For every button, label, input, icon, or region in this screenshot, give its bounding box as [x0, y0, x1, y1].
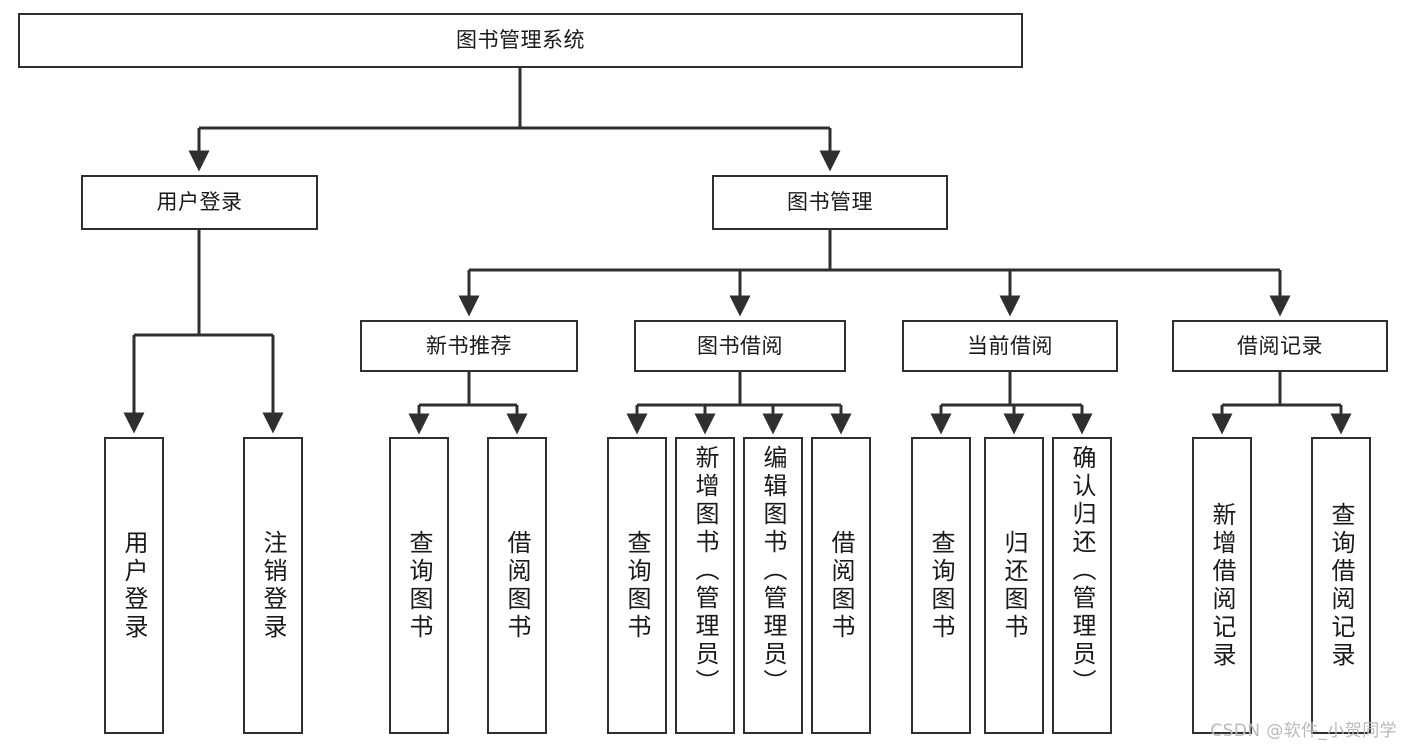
leaf-query-book-current[interactable]: 查询图书	[911, 437, 971, 734]
node-label: 图书借阅	[697, 333, 783, 358]
node-user-login[interactable]: 用户登录	[81, 175, 318, 230]
leaf-borrow-book[interactable]: 借阅图书	[811, 437, 871, 734]
node-label: 查询借阅记录	[1327, 501, 1355, 670]
node-label: 借阅图书	[503, 529, 531, 642]
leaf-return-book[interactable]: 归还图书	[984, 437, 1044, 734]
node-current-borrow[interactable]: 当前借阅	[902, 320, 1118, 372]
node-borrow-record[interactable]: 借阅记录	[1172, 320, 1388, 372]
leaf-edit-book-admin[interactable]: 编辑图书（管理员）	[743, 437, 803, 734]
leaf-logout[interactable]: 注销登录	[243, 437, 303, 734]
node-label: 确认归还（管理员）	[1068, 445, 1096, 697]
node-label: 编辑图书（管理员）	[759, 445, 787, 697]
node-label: 图书管理	[787, 190, 873, 215]
node-label: 归还图书	[1000, 529, 1028, 642]
leaf-add-book-admin[interactable]: 新增图书（管理员）	[675, 437, 735, 734]
leaf-borrow-book-recommendation[interactable]: 借阅图书	[487, 437, 547, 734]
node-label: 图书管理系统	[456, 28, 585, 53]
leaf-query-book-borrow[interactable]: 查询图书	[607, 437, 667, 734]
node-label: 用户登录	[156, 190, 243, 215]
node-new-book-recommendation[interactable]: 新书推荐	[360, 320, 578, 372]
node-label: 新增图书（管理员）	[691, 445, 719, 697]
node-book-borrow[interactable]: 图书借阅	[634, 320, 846, 372]
node-label: 当前借阅	[967, 333, 1053, 358]
node-label: 借阅记录	[1237, 333, 1323, 358]
node-book-management[interactable]: 图书管理	[712, 175, 948, 230]
node-label: 查询图书	[623, 529, 651, 642]
node-label: 查询图书	[927, 529, 955, 642]
node-label: 用户登录	[120, 529, 148, 642]
node-label: 新书推荐	[426, 333, 512, 358]
node-label: 注销登录	[259, 529, 287, 642]
leaf-query-book-recommendation[interactable]: 查询图书	[389, 437, 449, 734]
node-label: 借阅图书	[827, 529, 855, 642]
leaf-user-login[interactable]: 用户登录	[104, 437, 164, 734]
node-label: 新增借阅记录	[1208, 501, 1236, 670]
watermark: CSDN @软件_小贺同学	[1210, 721, 1397, 741]
node-label: 查询图书	[405, 529, 433, 642]
node-root-system[interactable]: 图书管理系统	[18, 13, 1023, 68]
leaf-confirm-return-admin[interactable]: 确认归还（管理员）	[1052, 437, 1112, 734]
leaf-add-borrow-record[interactable]: 新增借阅记录	[1192, 437, 1252, 734]
leaf-query-borrow-record[interactable]: 查询借阅记录	[1311, 437, 1371, 734]
